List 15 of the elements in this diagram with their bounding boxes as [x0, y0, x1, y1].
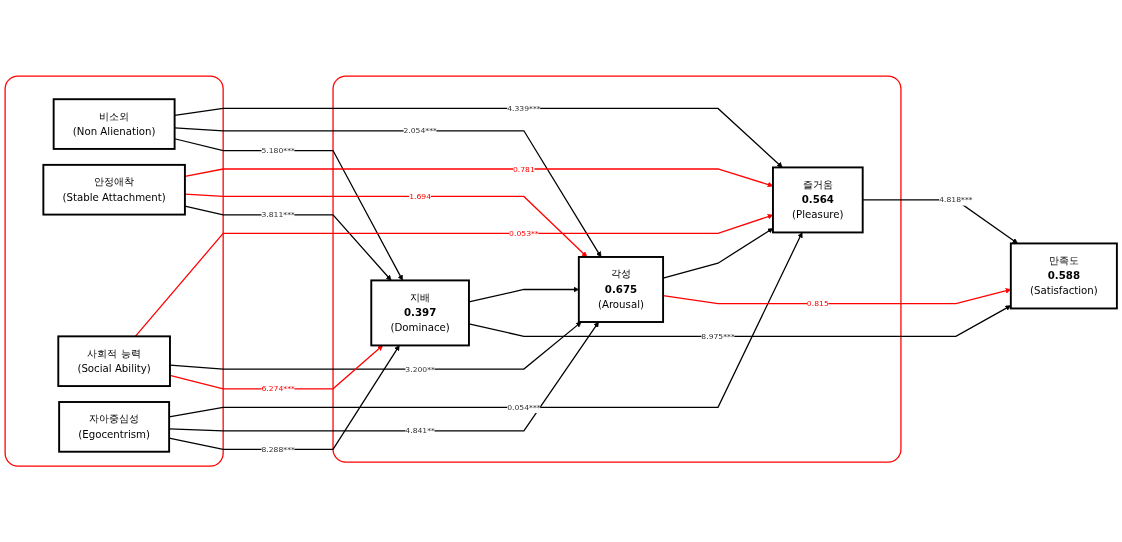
node-box: 비소외 (Non Alienation) [52, 98, 176, 150]
arrow [134, 213, 774, 337]
node-box: 만족도 0.588 (Satisfaction) [1009, 242, 1118, 310]
cluster [4, 75, 224, 467]
arrow [184, 193, 588, 258]
arrow [169, 321, 582, 370]
cluster [332, 75, 902, 463]
arrow [184, 205, 392, 281]
node-box: 사회적 능력 (Social Ability) [57, 335, 171, 387]
node-box: 자아중심성 (Egocentrism) [58, 400, 171, 453]
node-box: 지배 0.397 (Dominace) [370, 279, 470, 347]
arrow [468, 305, 1012, 337]
node-box: 즐거움 0.564 (Pleasure) [772, 166, 864, 234]
node-box: 안정애착 (Stable Attachment) [42, 163, 186, 216]
node-box: 각성 0.675 (Arousal) [577, 255, 665, 323]
